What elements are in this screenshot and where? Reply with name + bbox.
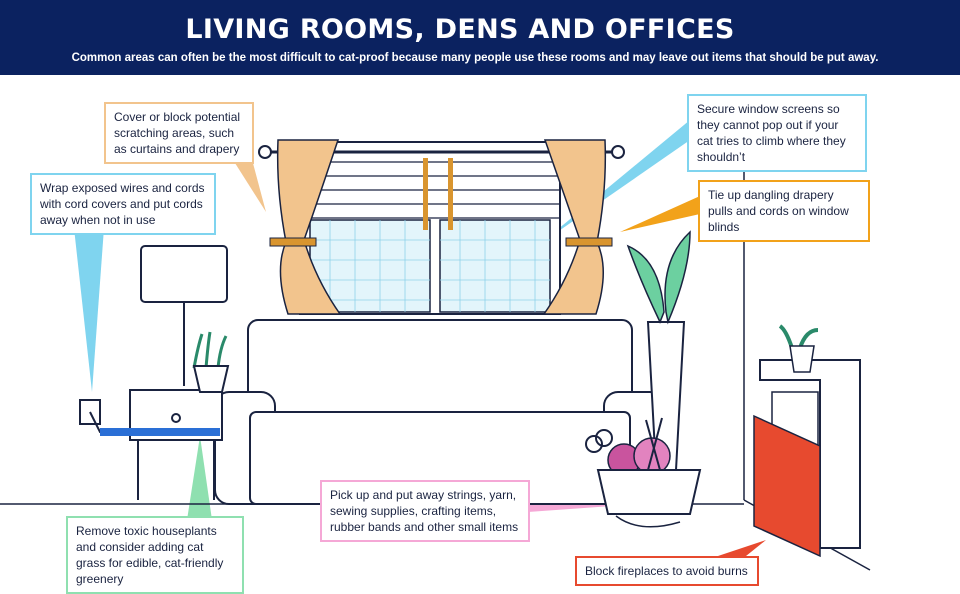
page-subtitle: Common areas can often be the most diffi… [71, 52, 879, 64]
curtain-left [276, 139, 342, 315]
houseplants-pointer [187, 436, 212, 520]
tieback-left [269, 237, 317, 247]
cord-cover [100, 428, 220, 436]
header-banner: LIVING ROOMS, DENS AND OFFICES Common ar… [0, 0, 960, 75]
curtain-right [542, 139, 607, 315]
potted-plant-small [192, 331, 230, 393]
page-title: LIVING ROOMS, DENS AND OFFICES [185, 14, 735, 45]
rod-finial-left [258, 145, 272, 159]
callout-fireplace: Block fireplaces to avoid burns [575, 556, 759, 586]
fireplace [753, 324, 861, 558]
wires-pointer [74, 228, 104, 392]
callout-wires: Wrap exposed wires and cords with cord c… [30, 173, 216, 235]
scratching-pointer [228, 152, 266, 212]
yarn-basket [585, 417, 702, 528]
window [299, 141, 561, 315]
callout-houseplants: Remove toxic houseplants and consider ad… [66, 516, 244, 594]
rod-finial-right [611, 145, 625, 159]
tieback-right [565, 237, 613, 247]
drapery-pointer [620, 196, 700, 232]
callout-strings: Pick up and put away strings, yarn, sewi… [320, 480, 530, 542]
callout-screens: Secure window screens so they cannot pop… [687, 94, 867, 172]
side-table [129, 389, 223, 500]
floor-lamp [140, 245, 228, 386]
fireplace-pointer [718, 540, 766, 556]
sofa [214, 319, 665, 505]
callout-drapery: Tie up dangling drapery pulls and cords … [698, 180, 870, 242]
callout-scratching: Cover or block potential scratching area… [104, 102, 254, 164]
